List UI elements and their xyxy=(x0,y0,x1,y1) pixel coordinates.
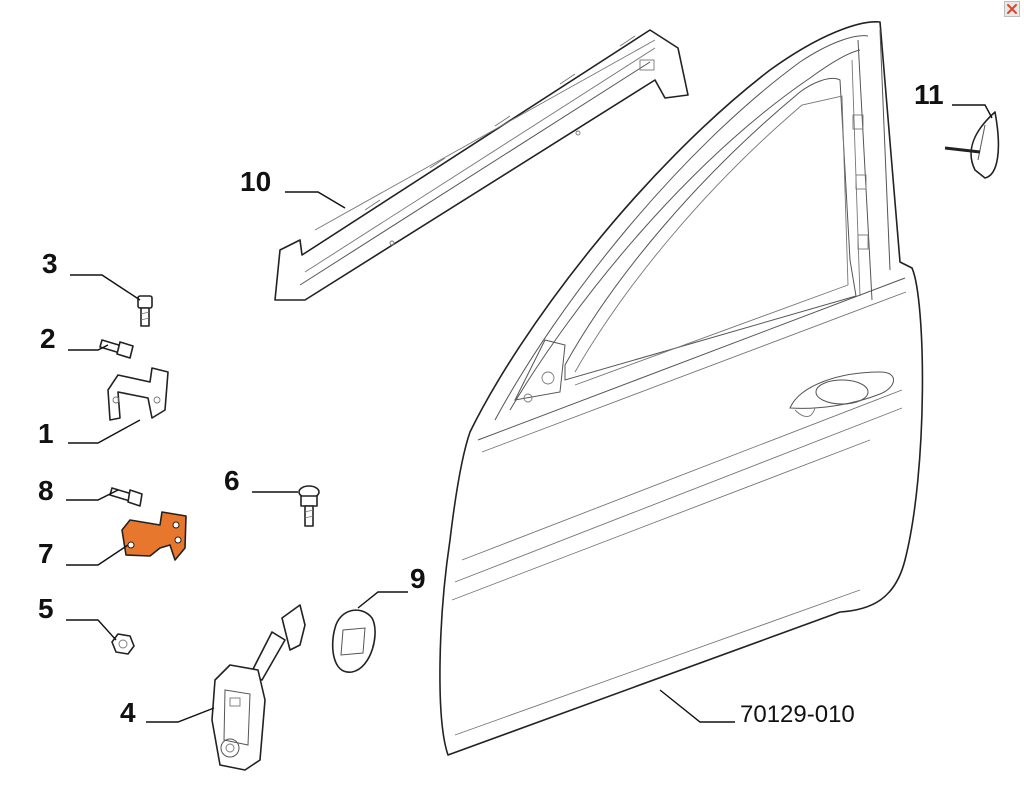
screw-part-2 xyxy=(99,339,134,359)
callout-9[interactable]: 9 xyxy=(410,563,426,594)
callout-10[interactable]: 10 xyxy=(240,166,271,197)
bolt-part-6 xyxy=(298,485,320,527)
hinge-bracket-part-1 xyxy=(107,367,169,421)
bolt-part-3 xyxy=(137,295,153,327)
callout-11[interactable]: 11 xyxy=(914,79,944,110)
callout-3[interactable]: 3 xyxy=(42,248,58,279)
leader-lines xyxy=(66,104,993,723)
window-seal-strip xyxy=(274,29,689,301)
door-check-strap-part-4[interactable] xyxy=(211,604,306,771)
callout-5[interactable]: 5 xyxy=(38,593,54,624)
hinge-part-7[interactable] xyxy=(121,511,187,561)
callout-1[interactable]: 1 xyxy=(38,418,54,449)
callout-7[interactable]: 7 xyxy=(38,538,54,569)
nut-part-5 xyxy=(111,633,135,655)
callout-labels: 10 11 3 2 1 8 7 5 4 6 9 70129-010 xyxy=(38,79,944,728)
close-button[interactable] xyxy=(1004,1,1020,17)
front-door-panel xyxy=(439,21,924,756)
callout-4[interactable]: 4 xyxy=(120,697,136,728)
callout-8[interactable]: 8 xyxy=(38,475,54,506)
close-icon xyxy=(1007,4,1017,14)
trim-clip xyxy=(944,111,1000,179)
drawing-code: 70129-010 xyxy=(740,701,855,728)
screw-part-8 xyxy=(109,487,143,507)
callout-6[interactable]: 6 xyxy=(224,465,240,496)
plug-part-9 xyxy=(331,609,376,673)
callout-2[interactable]: 2 xyxy=(40,323,56,354)
